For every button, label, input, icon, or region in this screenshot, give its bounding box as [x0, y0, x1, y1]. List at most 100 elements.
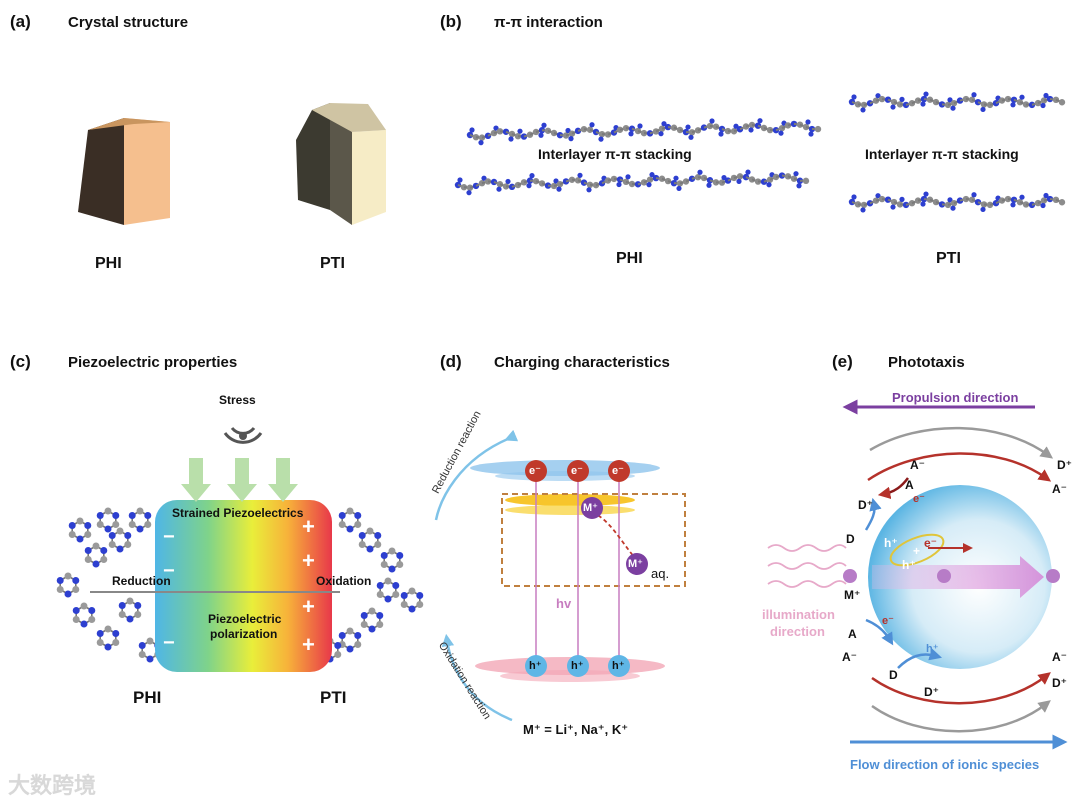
e-electron-bottom: e⁻ — [882, 615, 894, 627]
molecule-ring-4 — [72, 602, 96, 628]
molecule-ring-17 — [376, 577, 400, 603]
illumination-waves — [767, 544, 847, 588]
molecule-ring-5 — [96, 625, 120, 651]
pti-layer-top — [848, 91, 1066, 113]
ion-dots — [843, 569, 1060, 583]
electron-label-3: e⁻ — [612, 465, 624, 477]
bottom-gray-arc — [871, 700, 1051, 733]
pti-label-b: PTI — [936, 250, 961, 267]
phi-layer-bottom — [454, 169, 810, 196]
plus-sign-3: + — [302, 594, 315, 619]
excitation-lines — [535, 470, 620, 664]
molecule-ring-0 — [68, 517, 92, 543]
panel-e-title: Phototaxis — [888, 354, 965, 371]
electrons-d — [525, 460, 630, 482]
reduction-arrow — [434, 429, 519, 521]
molecule-ring-3 — [56, 572, 80, 598]
stress-arrows — [181, 458, 298, 502]
minus-sign-2: − — [163, 560, 175, 582]
e-plus-label: + — [913, 544, 921, 558]
electron-label-2: e⁻ — [571, 465, 583, 477]
e-hole-bottom: h⁺ — [926, 643, 939, 655]
e-species-m-plus: M⁺ — [844, 588, 861, 602]
e-hole-label-2: h⁺ — [902, 558, 916, 572]
metal-formula: M⁺ = Li⁺, Na⁺, K⁺ — [523, 722, 629, 737]
phi-layer-top — [466, 118, 822, 146]
molecule-ring-18 — [360, 607, 384, 633]
plus-sign-2: + — [302, 548, 315, 573]
molecule-ring-1 — [96, 507, 120, 533]
ion-transfer-path — [591, 511, 636, 559]
panel-e-letter: (e) — [832, 352, 853, 371]
pti-label-a: PTI — [320, 255, 345, 272]
metal-ion-label-aq: M⁺ — [628, 558, 643, 570]
top-red-arc — [867, 452, 1052, 482]
piezo-molecules — [56, 507, 424, 663]
aq-label: aq. — [651, 566, 670, 581]
e-electron-top: e⁻ — [913, 493, 925, 505]
d-oxidation-arrow-top — [864, 497, 882, 531]
molecule-ring-23 — [400, 587, 424, 613]
plus-sign-4: + — [302, 632, 315, 657]
illumination-label-1: illumination — [762, 607, 835, 622]
stacking-label-left: Interlayer π-π stacking — [538, 146, 692, 162]
e-species-d-plus-bottom: D⁺ — [924, 685, 939, 699]
charge-separation-ellipse — [889, 533, 945, 567]
molecule-ring-7 — [108, 527, 132, 553]
molecule-ring-19 — [338, 627, 362, 653]
d-oxidation-arrow-bottom — [897, 648, 943, 669]
hole-label-1: h⁺ — [529, 660, 542, 672]
metal-ion-aq — [626, 553, 648, 575]
molecule-ring-14 — [338, 507, 362, 533]
molecule-ring-15 — [358, 527, 382, 553]
pi-stacking-layers — [454, 91, 1066, 213]
panel-a-letter: (a) — [10, 12, 31, 31]
hole-label-3: h⁺ — [612, 660, 625, 672]
panel-a-title: Crystal structure — [68, 14, 189, 31]
stress-icon — [223, 426, 263, 444]
plus-sign-1: + — [302, 514, 315, 539]
e-species-a-top: A — [905, 478, 914, 492]
hv-label: hv — [556, 596, 572, 611]
e-hole-label-1: h⁺ — [884, 536, 898, 550]
e-species-d-plus-top: D⁺ — [858, 498, 873, 512]
e-species-d-plus-bottom-right: D⁺ — [1052, 676, 1067, 690]
intermediate-band — [505, 494, 635, 515]
flow-label: Flow direction of ionic species — [850, 757, 1040, 772]
phi-crystal — [78, 118, 170, 225]
piezo-slab — [155, 500, 332, 672]
cb-band — [470, 460, 660, 481]
e-species-a-minus-bottom: A⁻ — [842, 650, 857, 664]
e-species-a-minus-bottom-right: A⁻ — [1052, 650, 1067, 664]
stacking-label-right: Interlayer π-π stacking — [865, 146, 1019, 162]
minus-sign-1: − — [163, 526, 175, 548]
a-reduction-arrow — [877, 477, 909, 500]
top-gray-arc — [869, 426, 1054, 459]
e-species-d-plus-right: D⁺ — [1057, 458, 1072, 472]
minus-sign-3: − — [163, 632, 175, 654]
panel-d-title: Charging characteristics — [494, 354, 670, 371]
molecule-ring-8 — [128, 507, 152, 533]
metal-ion-bound — [581, 497, 603, 519]
oxidation-arrow — [441, 633, 513, 722]
strained-label: Strained Piezoelectrics — [172, 506, 304, 520]
phi-label-b: PHI — [616, 250, 643, 267]
metal-ion-label-bound: M⁺ — [583, 502, 598, 514]
pti-crystal — [296, 103, 386, 225]
pti-layer-bottom — [848, 191, 1066, 213]
electron-label-1: e⁻ — [529, 465, 541, 477]
polarization-label-2: polarization — [210, 627, 278, 641]
light-beam — [872, 556, 1044, 598]
reduction-label: Reduction — [112, 574, 171, 588]
phi-label-c: PHI — [133, 688, 162, 707]
e-species-d-bottom: D — [889, 668, 898, 682]
pti-label-c: PTI — [320, 688, 347, 707]
oxidation-label: Oxidation — [316, 574, 372, 588]
molecule-ring-16 — [380, 547, 404, 573]
panel-c-title: Piezoelectric properties — [68, 354, 238, 371]
molecule-ring-6 — [118, 597, 142, 623]
e-species-a-minus-right: A⁻ — [1052, 482, 1067, 496]
panel-c-letter: (c) — [10, 352, 31, 371]
holes-d — [525, 655, 630, 677]
